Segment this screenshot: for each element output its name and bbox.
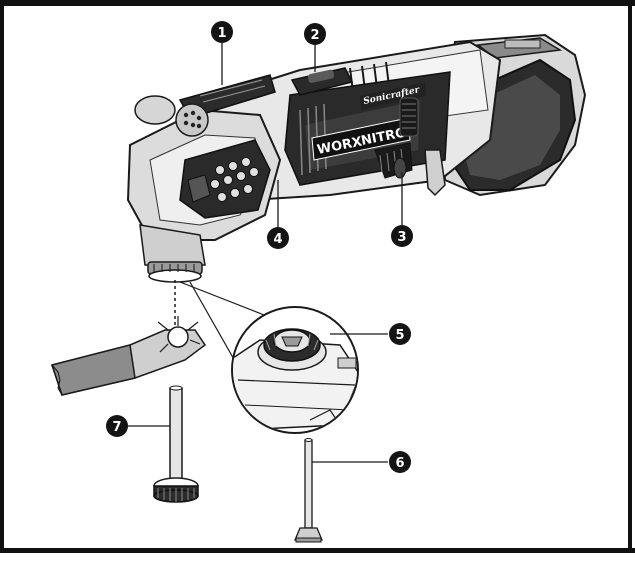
clamping-screw-tool <box>153 385 199 503</box>
frame-border-bottom <box>0 548 635 553</box>
clamping-bolt <box>294 438 323 543</box>
power-switch <box>290 67 354 96</box>
callout-7-number: 7 <box>112 420 121 435</box>
callout-3-number: 3 <box>397 230 406 245</box>
frame-border-left <box>0 0 4 553</box>
tool-head <box>126 108 282 266</box>
vent-holes <box>210 157 259 202</box>
saw-blade <box>51 316 207 396</box>
callout-6: 6 <box>389 451 411 473</box>
callout-4: 4 <box>267 227 289 249</box>
lock-off-trigger <box>374 142 413 179</box>
callout-1-number: 1 <box>217 26 226 41</box>
callout-2-number: 2 <box>310 28 319 43</box>
callout-7: 7 <box>106 415 128 437</box>
accessory-release-lever <box>134 74 276 137</box>
magnified-detail <box>231 306 359 434</box>
speed-dial <box>399 97 419 137</box>
clamp-screw <box>257 328 327 371</box>
multi-tool: WORX NITRO Sonicrafter <box>126 33 587 283</box>
callout-4-number: 4 <box>273 232 282 247</box>
callout-5-number: 5 <box>395 328 404 343</box>
callout-1: 1 <box>211 21 233 43</box>
callout-3: 3 <box>391 225 413 247</box>
callout-5: 5 <box>389 323 411 345</box>
frame-border-top <box>0 0 635 6</box>
spindle <box>147 261 203 283</box>
callout-2: 2 <box>304 23 326 45</box>
frame-border-right <box>628 0 632 553</box>
leader-lines <box>128 42 403 463</box>
belt-clip <box>424 149 446 197</box>
callout-6-number: 6 <box>395 456 404 471</box>
